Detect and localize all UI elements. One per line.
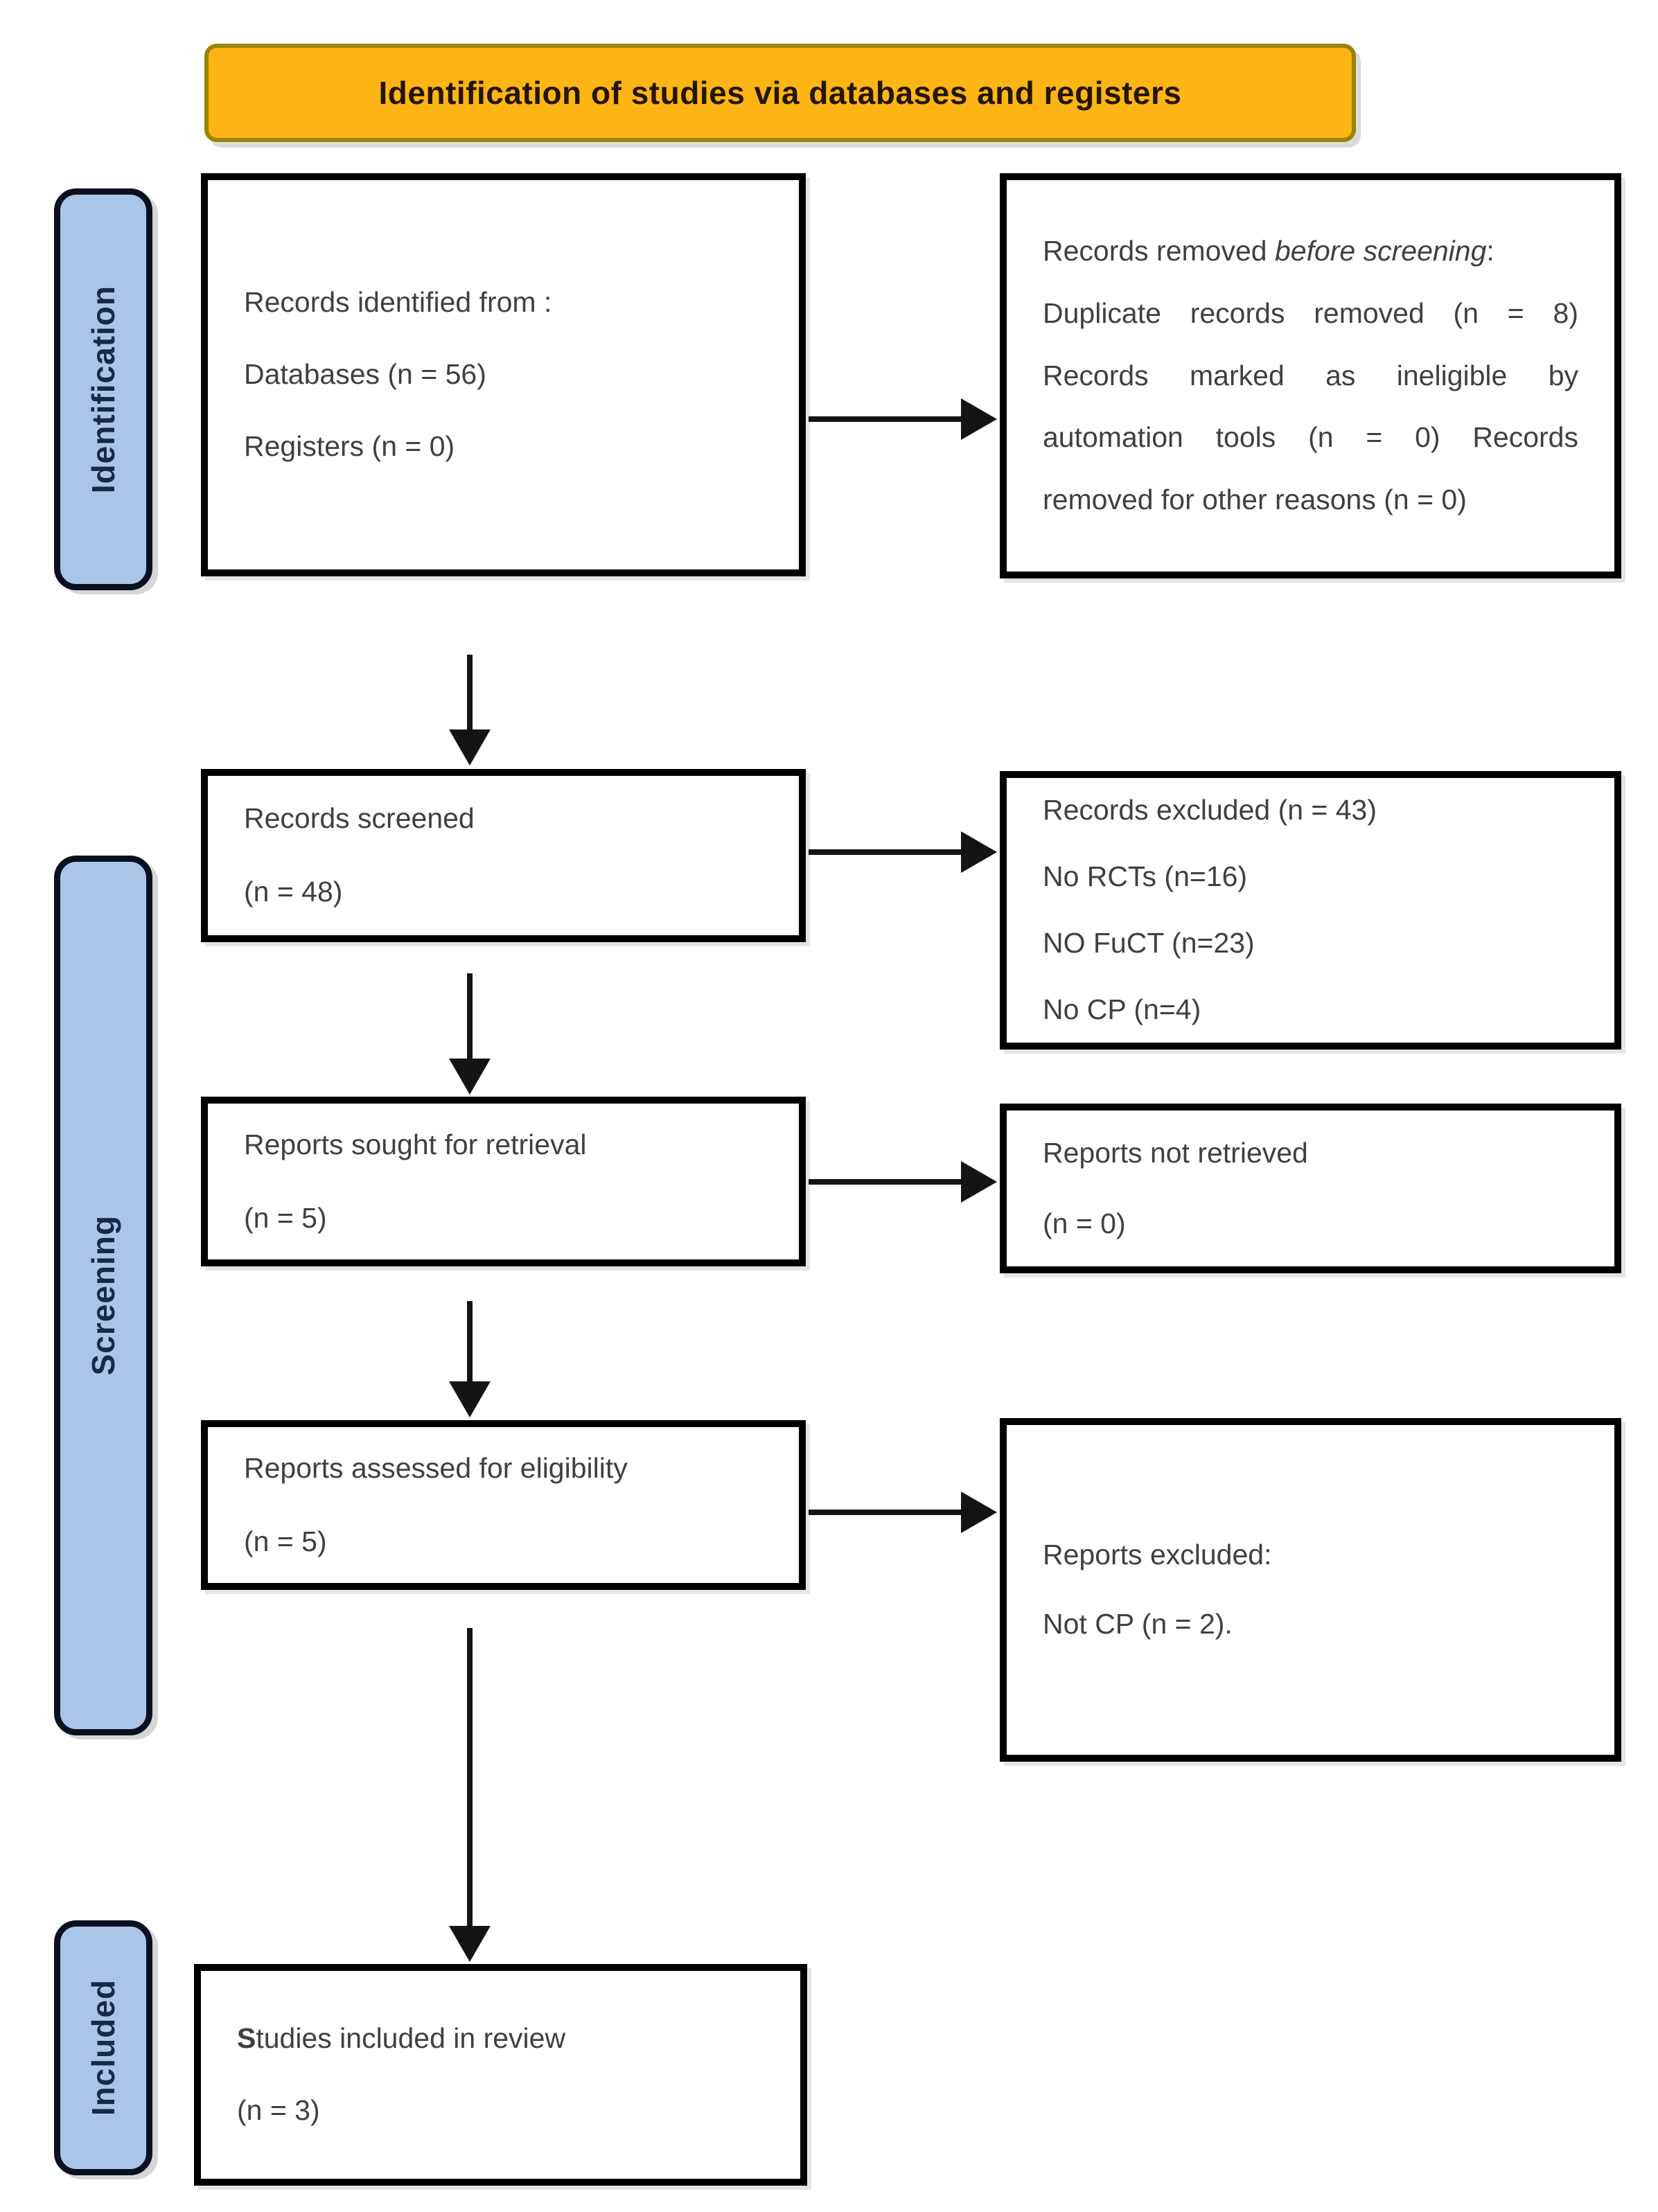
reports-assessed-count: (n = 5) — [244, 1525, 327, 1557]
arrow-screened-to-sought — [449, 973, 491, 1095]
reports-excluded-not-cp-count: Not CP (n = 2). — [1043, 1608, 1233, 1640]
records-identified-databases-count: Databases (n = 56) — [244, 358, 486, 391]
arrow-identified-to-removed — [809, 398, 997, 440]
records-excluded-no-cp: No CP (n=4) — [1043, 993, 1201, 1025]
stage-label-included: Included — [85, 1979, 121, 2116]
arrow-identified-to-screened — [449, 655, 491, 766]
stage-label-identification: Identification — [85, 285, 121, 494]
records-excluded-no-rcts: No RCTs (n=16) — [1043, 860, 1248, 893]
records-excluded-no-fuct: NO FuCT (n=23) — [1043, 927, 1255, 959]
banner-title: Identification of studies via databases … — [378, 75, 1182, 111]
studies-included-count: (n = 3) — [237, 2094, 320, 2126]
reports-not-retrieved-title: Reports not retrieved — [1043, 1136, 1308, 1169]
arrow-assessed-to-reports-excluded — [809, 1492, 997, 1533]
studies-included-title-initial: S — [237, 2022, 256, 2055]
box-studies-included-in-review: Studies included in review (n = 3) — [194, 1964, 807, 2186]
box-reports-excluded: Reports excluded: Not CP (n = 2). — [1000, 1418, 1621, 1762]
reports-sought-count: (n = 5) — [244, 1201, 327, 1234]
records-removed-title-prefix: Records removed — [1043, 234, 1275, 267]
box-records-identified: Records identified from : Databases (n =… — [201, 173, 806, 576]
arrow-sought-to-assessed — [449, 1301, 491, 1417]
reports-excluded-title: Reports excluded: — [1043, 1539, 1272, 1571]
records-removed-title-suffix: : — [1486, 234, 1494, 267]
box-records-screened: Records screened (n = 48) — [201, 769, 806, 942]
records-identified-title: Records identified from : — [244, 286, 552, 319]
arrow-assessed-to-included — [449, 1628, 491, 1962]
box-reports-sought-for-retrieval: Reports sought for retrieval (n = 5) — [201, 1097, 806, 1266]
reports-sought-title: Reports sought for retrieval — [244, 1128, 587, 1160]
records-screened-title: Records screened — [244, 802, 475, 835]
studies-included-title: Studies included in review — [237, 2022, 764, 2055]
records-ineligible-line-2: automation tools (n = 0) Records — [1043, 421, 1578, 454]
records-removed-title-italic: before screening — [1274, 234, 1487, 267]
box-reports-not-retrieved: Reports not retrieved (n = 0) — [1000, 1104, 1621, 1273]
records-removed-other-reasons-count: removed for other reasons (n = 0) — [1043, 484, 1467, 516]
studies-included-title-rest: tudies included in review — [256, 2022, 566, 2055]
records-ineligible-line-1: Records marked as ineligible by — [1043, 359, 1578, 391]
stage-bar-included: Included — [54, 1920, 152, 2175]
box-records-excluded: Records excluded (n = 43) No RCTs (n=16)… — [1000, 771, 1621, 1050]
arrow-sought-to-not-retrieved — [809, 1161, 997, 1203]
box-reports-assessed-for-eligibility: Reports assessed for eligibility (n = 5) — [201, 1420, 806, 1590]
box-records-removed-before-screening: Records removed before screening: Duplic… — [1000, 173, 1621, 578]
stage-bar-identification: Identification — [54, 188, 152, 590]
stage-bar-screening: Screening — [54, 856, 152, 1735]
arrow-screened-to-excluded — [809, 831, 997, 873]
records-excluded-count: Records excluded (n = 43) — [1043, 794, 1377, 826]
reports-not-retrieved-count: (n = 0) — [1043, 1207, 1126, 1239]
records-removed-title: Records removed before screening: — [1043, 234, 1578, 267]
stage-label-screening: Screening — [85, 1215, 121, 1376]
reports-assessed-title: Reports assessed for eligibility — [244, 1451, 628, 1484]
duplicate-records-removed-count: Duplicate records removed (n = 8) — [1043, 297, 1578, 329]
records-screened-count: (n = 48) — [244, 876, 343, 908]
banner: Identification of studies via databases … — [204, 44, 1356, 142]
records-identified-registers-count: Registers (n = 0) — [244, 430, 455, 462]
